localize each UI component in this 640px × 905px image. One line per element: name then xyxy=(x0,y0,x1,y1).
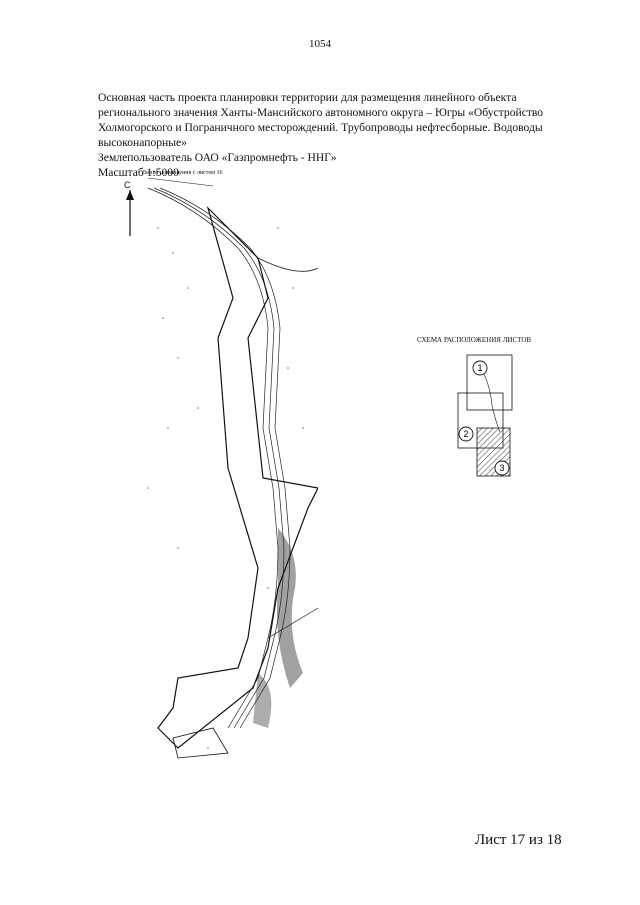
wetland-area xyxy=(253,673,272,728)
sheet-layout-scheme: 1 2 3 xyxy=(457,354,513,477)
sheet-counter: Лист 17 из 18 xyxy=(475,832,562,848)
site-plan-map xyxy=(147,177,318,759)
sheet-3-number: 3 xyxy=(499,463,504,473)
north-arrow: С xyxy=(124,180,136,240)
document-header: Основная часть проекта планировки террит… xyxy=(98,90,568,180)
allotment-boundary xyxy=(157,205,318,749)
road xyxy=(257,257,318,272)
land-user: Землепользователь ОАО «Газпромнефть - НН… xyxy=(98,151,337,164)
well-pad xyxy=(172,727,229,759)
match-line xyxy=(147,177,214,187)
sheet-3-frame xyxy=(476,427,511,477)
north-arrow-icon xyxy=(126,190,134,236)
pipeline-corridor xyxy=(147,187,291,729)
sheet-1-frame xyxy=(466,354,513,411)
page-number: 1054 xyxy=(309,38,331,50)
document-title: Основная часть проекта планировки террит… xyxy=(98,91,544,149)
match-line-label: Линия совмещения с листом 16 xyxy=(142,170,223,176)
terrain-pattern xyxy=(147,227,304,749)
scheme-title: СХЕМА РАСПОЛОЖЕНИЯ ЛИСТОВ xyxy=(417,336,532,344)
north-letter: С xyxy=(124,180,131,190)
route-line xyxy=(481,369,501,433)
sheet-1-number: 1 xyxy=(477,363,482,373)
sheet-2-number: 2 xyxy=(463,429,468,439)
side-line xyxy=(267,607,318,639)
map-scale: Масштаб 1:5000 xyxy=(98,166,179,179)
